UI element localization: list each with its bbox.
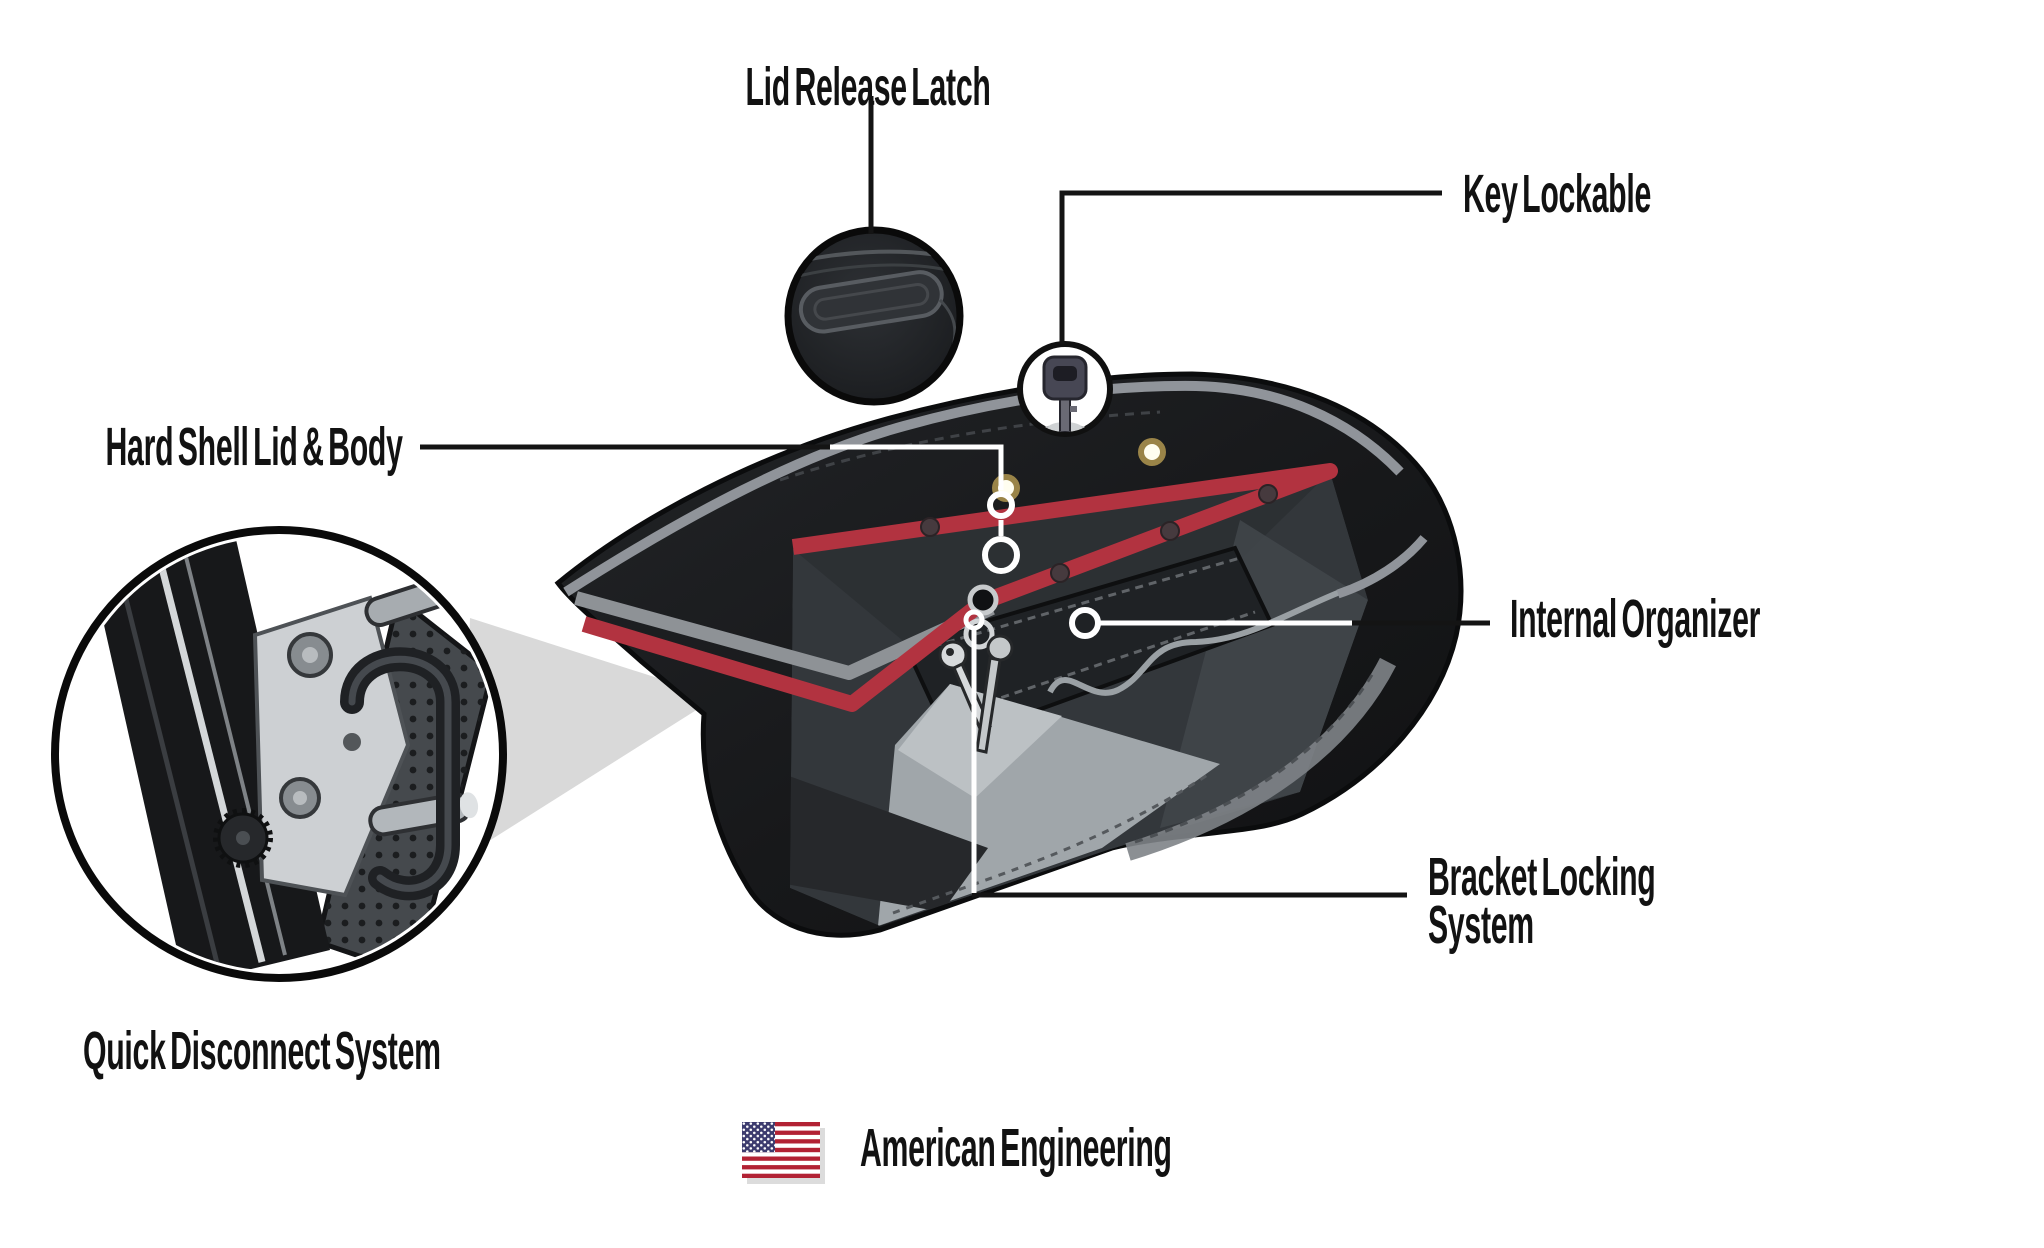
callout-label-hard-shell-lid-body: Hard Shell Lid & Body <box>105 417 403 477</box>
keys-icon <box>938 584 1014 754</box>
lock-ring <box>963 609 985 631</box>
organizer-ring <box>1069 607 1101 639</box>
saddlebag-illustration <box>554 371 1464 938</box>
callout-label-bracket-locking-system: Bracket Locking System <box>1428 847 1656 955</box>
callout-label-internal-organizer: Internal Organizer <box>1510 589 1761 649</box>
bracket-label-line1: Bracket Locking <box>1428 847 1656 907</box>
callout-lines-black <box>420 96 1490 898</box>
bracket-label-line2: System <box>1428 895 1534 955</box>
quick-disconnect-inset <box>51 526 507 982</box>
footer-label-american-engineering: American Engineering <box>860 1118 1172 1178</box>
organizer-trim-line <box>1047 585 1352 696</box>
lid-edge-ring-large <box>982 536 1020 574</box>
callout-label-quick-disconnect-system: Quick Disconnect System <box>83 1021 441 1081</box>
key-badge <box>1017 341 1113 437</box>
latch-icon <box>798 270 944 334</box>
callout-rings <box>963 491 1101 639</box>
callout-label-key-lockable: Key Lockable <box>1463 164 1651 224</box>
key-icon <box>1038 355 1092 432</box>
callout-line-key-lockable <box>1059 190 1442 344</box>
keyhole-icon <box>967 584 999 616</box>
us-flag-icon <box>742 1122 825 1184</box>
callout-label-lid-release-latch: Lid Release Latch <box>745 57 991 117</box>
zoom-beam <box>462 618 717 858</box>
callout-lines-white <box>830 444 1352 893</box>
lid-latch-inset <box>784 226 964 406</box>
rivet-dots <box>920 484 1278 583</box>
lid-edge-ring-small <box>987 491 1015 519</box>
callout-line-hard-shell-on-bag <box>830 444 1004 536</box>
